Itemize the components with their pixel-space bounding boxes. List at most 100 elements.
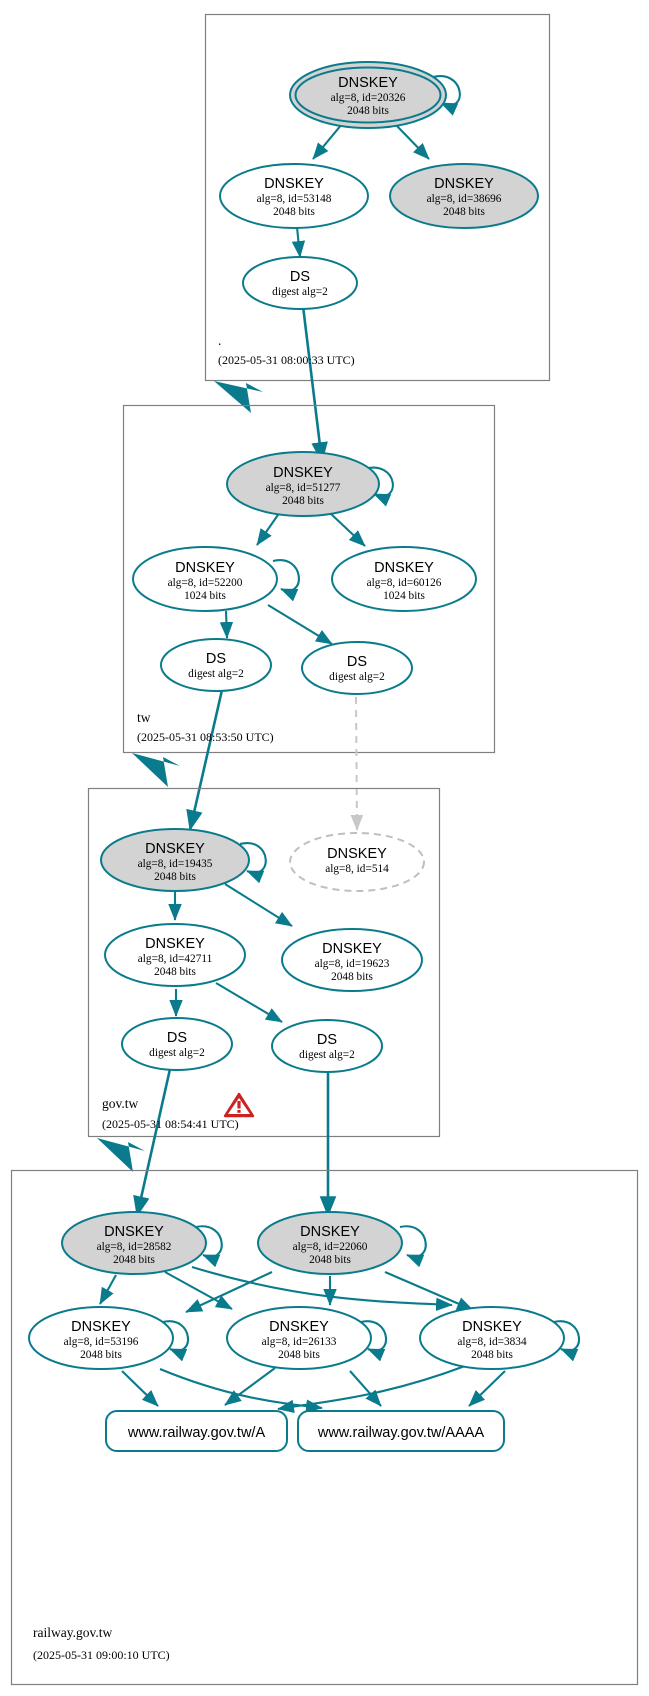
node-dnskey-53196[interactable]: DNSKEY alg=8, id=53196 2048 bits [28,1306,174,1370]
node-line2: alg=8, id=19623 [315,958,390,970]
edge-self-railway-ksk1 [195,1225,223,1268]
edge-self-railway-zsk2 [360,1320,388,1362]
edge-railway-zsk2-to-rr-a [224,1367,276,1406]
node-ds-tw-2[interactable]: DS digest alg=2 [301,641,413,695]
node-line2: alg=8, id=53148 [257,193,332,205]
node-title: DNSKEY [145,936,205,952]
edge-self-root-ksk [429,75,461,116]
edge-railway-ksk2-to-zsk3 [384,1271,474,1311]
edge-root-ksk-to-ksk2 [395,124,430,160]
node-dnskey-20326[interactable]: DNSKEY alg=8, id=20326 2048 bits [289,61,447,129]
edge-self-tw-zsk1 [272,559,300,602]
zone-timestamp-railway: (2025-05-31 09:00:10 UTC) [33,1648,170,1662]
node-line3: 2048 bits [154,966,196,978]
node-dnskey-60126[interactable]: DNSKEY alg=8, id=60126 1024 bits [331,546,477,612]
node-line3: 2048 bits [471,1349,513,1361]
warning-triangle-icon[interactable] [223,1092,255,1118]
node-line2: alg=8, id=19435 [138,858,213,870]
node-title: DS [167,1030,187,1046]
node-dnskey-514-nonexistent[interactable]: DNSKEY alg=8, id=514 [289,832,425,892]
node-title: DNSKEY [322,941,382,957]
node-title: DNSKEY [264,176,324,192]
node-title: DNSKEY [300,1224,360,1240]
node-title: DNSKEY [71,1319,131,1335]
node-dnskey-22060[interactable]: DNSKEY alg=8, id=22060 2048 bits [257,1211,403,1275]
zone-box-root [204,13,551,382]
node-line3: 2048 bits [331,971,373,983]
node-dnskey-19435[interactable]: DNSKEY alg=8, id=19435 2048 bits [100,828,250,892]
node-dnskey-51277[interactable]: DNSKEY alg=8, id=51277 2048 bits [226,451,380,517]
node-line3: 2048 bits [273,206,315,218]
node-title: DS [206,651,226,667]
zone-timestamp-root: (2025-05-31 08:00:33 UTC) [218,353,355,367]
edge-root-ksk-to-zsk [312,123,343,160]
node-rrset-a[interactable]: www.railway.gov.tw/A [105,1410,288,1452]
zone-box-railway [10,1169,639,1686]
edge-self-railway-zsk1 [162,1320,190,1362]
node-line2: alg=8, id=20326 [331,92,406,104]
node-ds-govtw-2[interactable]: DS digest alg=2 [271,1019,383,1073]
node-line2: alg=8, id=60126 [367,577,442,589]
zone-timestamp-tw: (2025-05-31 08:53:50 UTC) [137,730,274,744]
node-title: DNSKEY [273,465,333,481]
node-title: DNSKEY [327,846,387,862]
edge-self-railway-zsk3 [553,1320,581,1362]
node-title: DNSKEY [374,560,434,576]
edge-self-railway-ksk2 [399,1225,427,1268]
node-dnskey-42711[interactable]: DNSKEY alg=8, id=42711 2048 bits [104,923,246,987]
node-dnskey-28582[interactable]: DNSKEY alg=8, id=28582 2048 bits [61,1211,207,1275]
node-dnskey-53148[interactable]: DNSKEY alg=8, id=53148 2048 bits [219,163,369,229]
edge-self-gov-ksk [239,842,267,884]
edge-tw-ds2-to-nonexistent [350,696,364,831]
edge-tw-ds1-to-gov-ksk [186,689,224,832]
node-rrset-aaaa[interactable]: www.railway.gov.tw/AAAA [297,1410,505,1452]
node-title: DNSKEY [175,560,235,576]
node-line2: digest alg=2 [272,286,328,298]
edge-tw-zsk1-to-ds2 [267,604,333,645]
node-ds-tw-1[interactable]: DS digest alg=2 [160,638,272,692]
node-line2: alg=8, id=51277 [266,482,341,494]
node-line3: 2048 bits [278,1349,320,1361]
edge-railway-zsk1-to-rr-a [121,1370,159,1407]
node-title: DNSKEY [338,75,398,91]
zone-timestamp-govtw: (2025-05-31 08:54:41 UTC) [102,1117,239,1131]
zone-label-root: . [218,333,221,348]
node-dnskey-19623[interactable]: DNSKEY alg=8, id=19623 2048 bits [281,928,423,992]
edge-gov-zsk1-to-ds2 [215,982,283,1023]
node-line2: alg=8, id=22060 [293,1241,368,1253]
node-title: DS [317,1032,337,1048]
node-dnskey-3834[interactable]: DNSKEY alg=8, id=3834 2048 bits [419,1306,565,1370]
node-dnskey-26133[interactable]: DNSKEY alg=8, id=26133 2048 bits [226,1306,372,1370]
node-dnskey-52200[interactable]: DNSKEY alg=8, id=52200 1024 bits [132,546,278,612]
node-title: DNSKEY [462,1319,522,1335]
node-title: DNSKEY [104,1224,164,1240]
node-line2: alg=8, id=42711 [138,953,212,965]
edge-tw-zsk1-to-ds1 [219,610,234,639]
node-line2: alg=8, id=28582 [97,1241,172,1253]
edge-root-zsk-to-ds [291,226,306,258]
edge-railway-ksk1-to-zsk1 [99,1274,117,1305]
edge-railway-zsk2-to-rr-aaaa [349,1370,382,1407]
node-line2: alg=8, id=38696 [427,193,502,205]
node-ds-govtw-1[interactable]: DS digest alg=2 [121,1017,233,1071]
edge-self-tw-ksk [363,466,394,507]
node-line3: 2048 bits [113,1254,155,1266]
edge-railway-ksk2-to-zsk1 [185,1271,273,1313]
node-ds-root[interactable]: DS digest alg=2 [242,256,358,310]
node-line3: 2048 bits [347,105,389,117]
node-title: DNSKEY [145,841,205,857]
node-line2: alg=8, id=26133 [262,1336,337,1348]
edge-railway-ksk1-to-zsk2 [164,1271,233,1310]
node-title: DNSKEY [269,1319,329,1335]
zone-label-tw: tw [137,710,151,725]
edge-tw-ksk-to-zsk1 [256,511,281,546]
zone-box-govtw [87,787,441,1138]
rrset-label: www.railway.gov.tw/A [127,1425,266,1441]
node-line3: 1024 bits [184,590,226,602]
edge-railway-zsk3-to-rr-a [277,1365,466,1414]
node-line3: 2048 bits [154,871,196,883]
edge-root-ds-to-tw-ksk [301,305,328,464]
node-title: DNSKEY [434,176,494,192]
node-dnskey-38696[interactable]: DNSKEY alg=8, id=38696 2048 bits [389,163,539,229]
